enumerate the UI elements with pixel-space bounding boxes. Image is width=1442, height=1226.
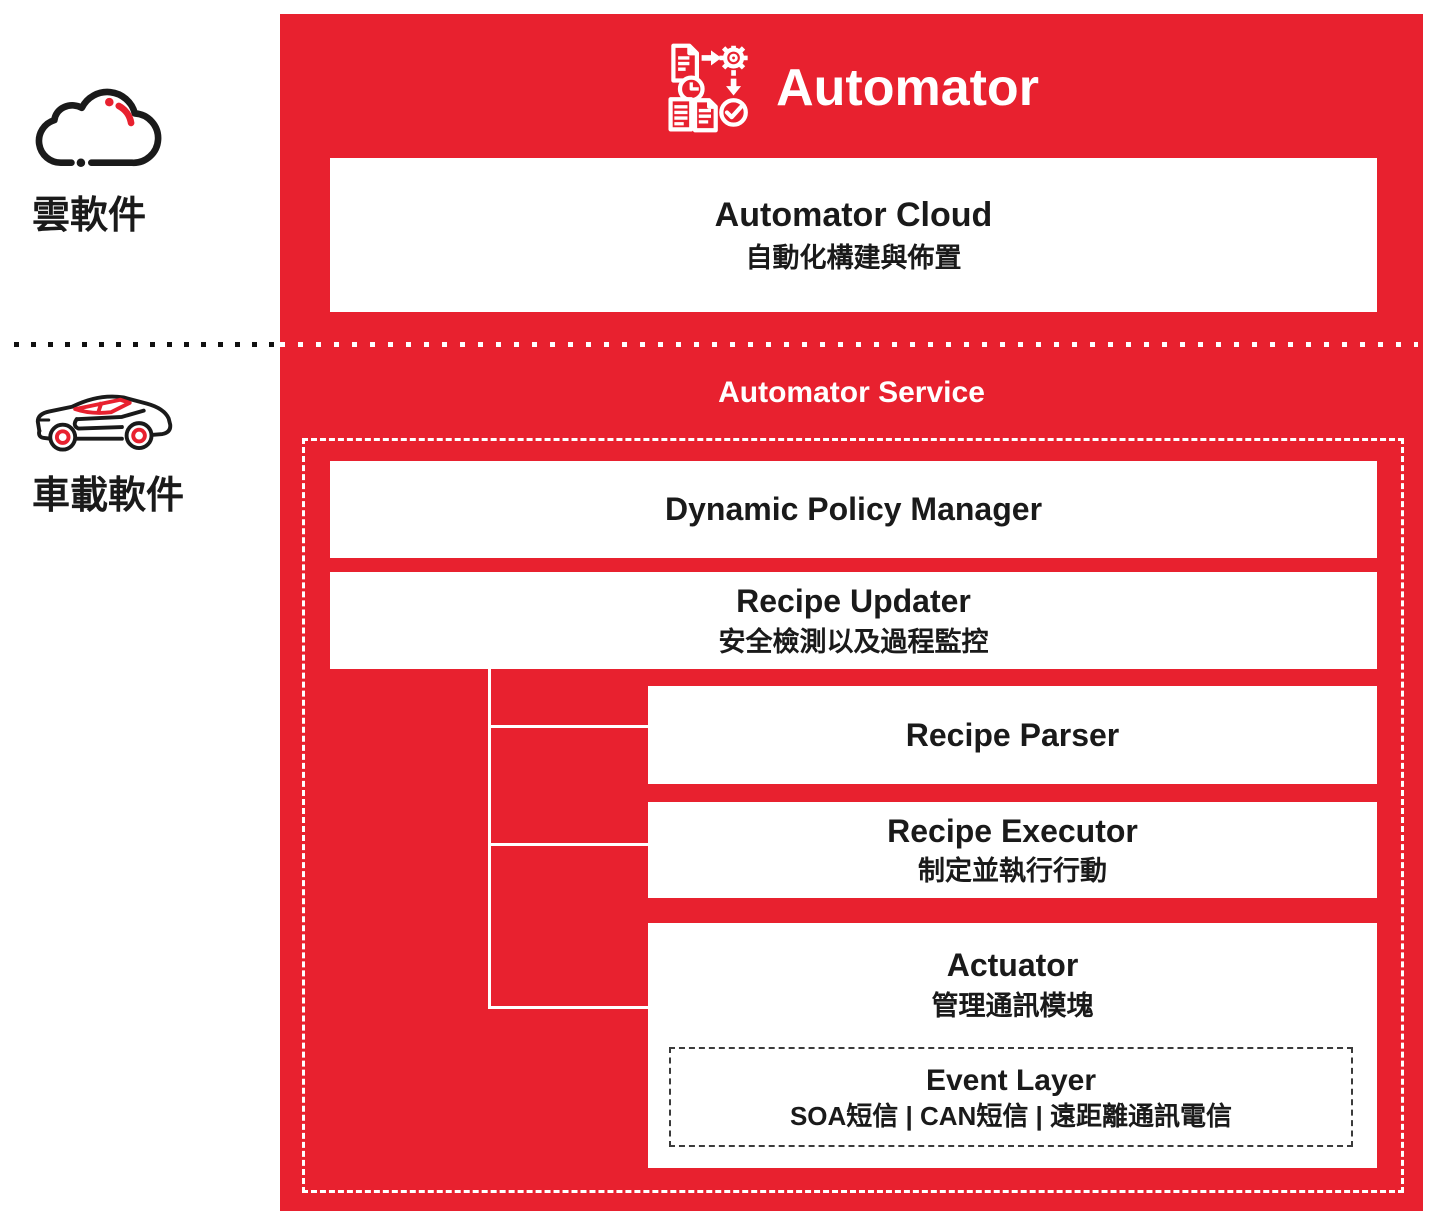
recipe-updater-box: Recipe Updater 安全檢測以及過程監控 [330,572,1377,669]
box-subtitle: 安全檢測以及過程監控 [718,626,989,657]
cloud-icon [26,80,168,187]
box-title: Recipe Executor [887,812,1138,849]
box-title: Recipe Updater [736,583,971,620]
event-layer-title: Event Layer [925,1063,1097,1097]
event-layer-subtitle: SOA短信 | CAN短信 | 遠距離通訊電信 [789,1100,1233,1131]
cloud-box-subtitle: 自動化構建與佈置 [745,242,962,273]
connector-to-actuator [488,1006,648,1009]
automator-logo-group: Automator [280,22,1423,154]
event-layer-box: Event Layer SOA短信 | CAN短信 | 遠距離通訊電信 [669,1047,1353,1147]
sports-car-icon [30,384,178,461]
cloud-vehicle-divider-left [14,342,280,347]
box-subtitle: 管理通訊模塊 [931,990,1094,1021]
cloud-box-title: Automator Cloud [714,196,993,235]
connector-to-executor [488,843,648,846]
automation-documents-gear-check-icon [668,43,748,133]
box-subtitle: 制定並執行行動 [918,856,1107,887]
cloud-vehicle-divider-right [280,342,1418,347]
box-title: Actuator [946,947,1079,983]
box-title: Recipe Parser [905,716,1120,753]
cloud-software-label: 雲軟件 [32,195,147,237]
vehicle-software-label: 車載軟件 [32,475,185,517]
automator-cloud-box: Automator Cloud 自動化構建與佈置 [330,158,1377,312]
box-title: Dynamic Policy Manager [664,491,1043,528]
dynamic-policy-manager-box: Dynamic Policy Manager [330,461,1377,558]
automator-service-title: Automator Service [718,376,985,409]
connector-vertical [488,669,491,1009]
recipe-executor-box: Recipe Executor 制定並執行行動 [648,802,1377,898]
recipe-parser-box: Recipe Parser [648,686,1377,784]
automator-service-container [302,438,1404,1193]
connector-to-parser [488,725,648,728]
automator-title: Automator [776,59,1039,117]
